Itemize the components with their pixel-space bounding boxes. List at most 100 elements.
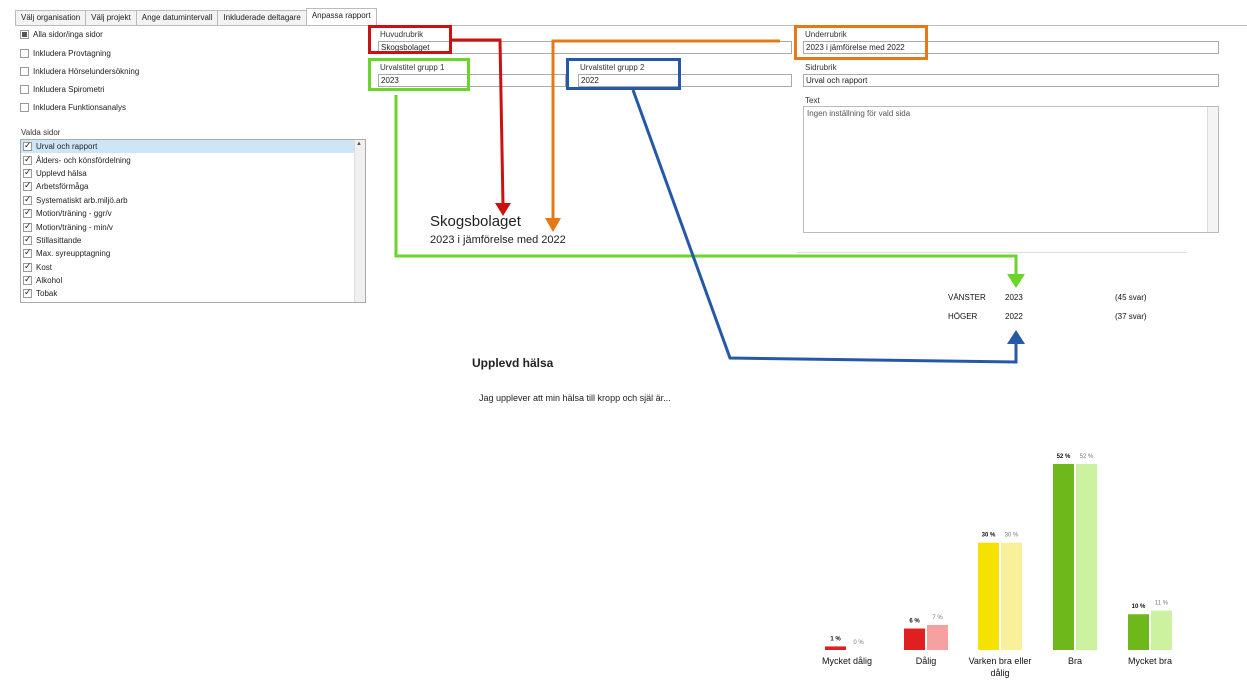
category-label: Dålig bbox=[916, 656, 937, 666]
category-label: Varken bra eller bbox=[969, 656, 1032, 666]
text-label: Text bbox=[805, 96, 820, 105]
grupp2-label: Urvalstitel grupp 2 bbox=[580, 63, 645, 72]
bar-value-label: 0 % bbox=[853, 640, 864, 646]
list-item[interactable]: Ålders- och könsfördelning bbox=[21, 153, 365, 166]
include-spirometri-option[interactable]: Inkludera Spirometri bbox=[20, 85, 105, 94]
include-spirometri-checkbox[interactable] bbox=[20, 85, 29, 94]
grupp1-highlight bbox=[368, 58, 470, 91]
orange-arrowhead bbox=[545, 218, 561, 232]
list-item-label: Upplevd hälsa bbox=[36, 168, 87, 178]
text-area-value: Ingen inställning för vald sida bbox=[807, 109, 911, 118]
all-pages-option[interactable]: Alla sidor/inga sidor bbox=[20, 30, 103, 39]
red-arrow-line bbox=[452, 38, 505, 206]
bar-2022-1 bbox=[927, 624, 948, 650]
include-funktion-option[interactable]: Inkludera Funktionsanalys bbox=[20, 103, 126, 112]
bar-2022-4 bbox=[1151, 610, 1172, 650]
grupp2-highlight bbox=[566, 58, 681, 90]
huvudrubrik-label: Huvudrubrik bbox=[380, 30, 424, 39]
tab-anpassa-rapport[interactable]: Anpassa rapport bbox=[305, 8, 377, 25]
list-item-checkbox[interactable] bbox=[23, 167, 32, 178]
list-item-label: Tobak bbox=[36, 289, 58, 299]
list-item-label: Max. syreupptagning bbox=[36, 249, 111, 259]
list-item-label: Arbetsförmåga bbox=[36, 182, 89, 192]
include-funktion-label: Inkludera Funktionsanalys bbox=[33, 103, 126, 112]
legend-right-label: HÖGER bbox=[948, 312, 978, 321]
blue-arrow-line bbox=[631, 89, 1018, 364]
list-item[interactable]: Motion/träning - min/v bbox=[21, 220, 365, 233]
bar-value-label: 10 % bbox=[1132, 604, 1146, 610]
include-funktion-checkbox[interactable] bbox=[20, 103, 29, 112]
list-item-label: Systematiskt arb.miljö.arb bbox=[36, 195, 128, 205]
list-item[interactable]: Stillasittande bbox=[21, 234, 365, 247]
preview-title: Skogsbolaget bbox=[430, 213, 521, 230]
list-item[interactable]: Alkohol bbox=[21, 274, 365, 287]
list-item[interactable]: Max. syreupptagning bbox=[21, 247, 365, 260]
include-provtagning-label: Inkludera Provtagning bbox=[33, 49, 111, 58]
selected-pages-label: Valda sidor bbox=[21, 128, 61, 137]
bar-value-label: 1 % bbox=[830, 636, 841, 642]
green-arrow-line bbox=[394, 95, 1018, 278]
bar-value-label: 52 % bbox=[1080, 454, 1094, 460]
orange-arrow-line bbox=[551, 39, 780, 220]
question-text: Jag upplever att min hälsa till kropp oc… bbox=[479, 393, 671, 403]
all-pages-checkbox[interactable] bbox=[20, 30, 29, 39]
list-item[interactable]: Urval och rapport bbox=[21, 140, 365, 154]
list-item-checkbox[interactable] bbox=[23, 154, 32, 165]
huvudrubrik-highlight bbox=[368, 25, 452, 54]
list-item-checkbox[interactable] bbox=[23, 287, 32, 299]
underrubrik-input[interactable]: 2023 i jämförelse med 2022 bbox=[803, 41, 1219, 54]
text-area[interactable]: Ingen inställning för vald sida bbox=[803, 106, 1219, 233]
list-item[interactable]: Tobak bbox=[21, 287, 365, 300]
list-item[interactable]: Upplevd hälsa bbox=[21, 167, 365, 180]
list-item[interactable]: Arbetsförmåga bbox=[21, 180, 365, 193]
green-arrowhead bbox=[1007, 274, 1025, 288]
list-item[interactable]: Kost bbox=[21, 261, 365, 274]
underrubrik-highlight bbox=[794, 25, 928, 60]
list-item-checkbox[interactable] bbox=[23, 194, 32, 205]
legend-left-count: (45 svar) bbox=[1115, 293, 1147, 302]
include-horsel-option[interactable]: Inkludera Hörselundersökning bbox=[20, 67, 139, 76]
list-item-label: Motion/träning - ggr/v bbox=[36, 209, 112, 219]
bar-2022-3 bbox=[1076, 464, 1097, 650]
category-label: Mycket dålig bbox=[822, 656, 872, 666]
bar-2023-0 bbox=[825, 646, 846, 650]
bar-2022-2 bbox=[1001, 542, 1022, 650]
include-horsel-label: Inkludera Hörselundersökning bbox=[33, 67, 140, 76]
include-spirometri-label: Inkludera Spirometri bbox=[33, 85, 105, 94]
blue-arrowhead bbox=[1007, 330, 1025, 344]
preview-subtitle: 2023 i jämförelse med 2022 bbox=[430, 234, 566, 246]
list-item-checkbox[interactable] bbox=[23, 180, 32, 192]
scroll-up-icon[interactable]: ▲ bbox=[356, 141, 362, 147]
include-horsel-checkbox[interactable] bbox=[20, 67, 29, 76]
grupp1-input[interactable]: 2023 bbox=[378, 74, 566, 87]
list-item-checkbox[interactable] bbox=[23, 247, 32, 259]
list-item-label: Urval och rapport bbox=[36, 142, 98, 152]
all-pages-label: Alla sidor/inga sidor bbox=[33, 30, 103, 39]
sidrubrik-input[interactable]: Urval och rapport bbox=[803, 74, 1219, 87]
textarea-scrollbar[interactable] bbox=[1207, 107, 1218, 232]
list-item-checkbox[interactable] bbox=[23, 261, 32, 272]
bar-value-label: 7 % bbox=[932, 615, 943, 621]
bar-value-label: 52 % bbox=[1057, 454, 1071, 460]
include-provtagning-option[interactable]: Inkludera Provtagning bbox=[20, 49, 111, 58]
list-item-label: Ålders- och könsfördelning bbox=[36, 155, 131, 165]
include-provtagning-checkbox[interactable] bbox=[20, 49, 29, 58]
selected-pages-list[interactable]: Urval och rapportÅlders- och könsfördeln… bbox=[20, 139, 366, 303]
bar-value-label: 11 % bbox=[1155, 601, 1169, 607]
underrubrik-label: Underrubrik bbox=[805, 30, 847, 39]
grupp2-input[interactable]: 2022 bbox=[578, 74, 792, 87]
category-label-line2: dålig bbox=[990, 668, 1009, 678]
list-item[interactable]: Motion/träning - ggr/v bbox=[21, 207, 365, 220]
list-item-checkbox[interactable] bbox=[23, 207, 32, 219]
category-label: Bra bbox=[1068, 656, 1082, 666]
list-item-checkbox[interactable] bbox=[23, 221, 32, 232]
list-item-label: Kost bbox=[36, 262, 53, 272]
bar-2023-3 bbox=[1053, 464, 1074, 650]
bar-value-label: 6 % bbox=[909, 619, 920, 625]
list-item-checkbox[interactable] bbox=[23, 234, 32, 245]
list-item-checkbox[interactable] bbox=[23, 140, 32, 152]
legend-left-label: VÄNSTER bbox=[948, 293, 986, 302]
list-item-checkbox[interactable] bbox=[23, 274, 32, 286]
list-scrollbar[interactable]: ▲ bbox=[354, 140, 365, 302]
list-item[interactable]: Systematiskt arb.miljö.arb bbox=[21, 194, 365, 207]
